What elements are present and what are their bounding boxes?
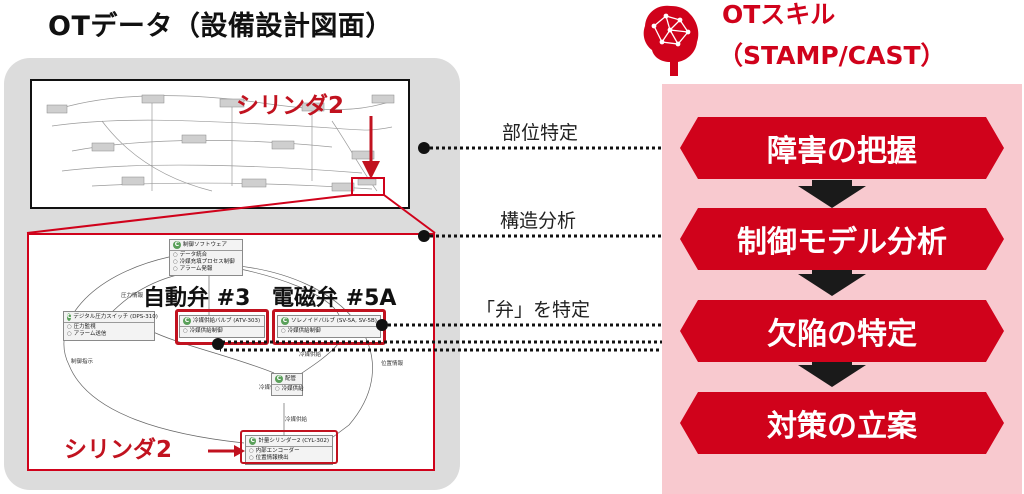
node-item: 圧力監視: [67, 324, 151, 331]
label-auto-valve: 自動弁 #3: [143, 286, 251, 311]
edge-label-position: 位置情報: [381, 361, 404, 367]
node-item: 内部エンコーダー: [249, 448, 329, 455]
node-item: 冷媒充填プロセス制御: [173, 259, 239, 266]
step-label: 障害の把握: [767, 134, 917, 169]
ot-skill-title: OTスキル: [722, 0, 836, 29]
overview-wiring-graphic: [46, 94, 395, 192]
edge-label-pressure: 圧力情報: [121, 293, 144, 299]
overview-cylinder-label: シリンダ2: [236, 93, 345, 119]
node-title: 制御ソフトウェア: [183, 241, 228, 248]
node-title: デジタル圧力スイッチ (DPS-310): [73, 313, 158, 320]
node-item: データ統合: [173, 252, 239, 259]
brain-network-icon: [643, 5, 699, 76]
node-item: アラーム発報: [173, 266, 239, 273]
step-defect-identification: 欠陥の特定: [680, 300, 1004, 362]
class-c-icon: C: [275, 375, 283, 383]
detail-edges-graphic: [63, 256, 373, 444]
node-title: ソレノイドバルブ (SV-5A, SV-5B): [291, 317, 377, 324]
class-c-icon: C: [173, 241, 181, 249]
step-control-model-analysis: 制御モデル分析: [680, 208, 1004, 270]
node-item: 冷媒供給: [275, 386, 304, 393]
node-title: 冷媒供給バルブ (ATV-303): [193, 317, 261, 324]
step-countermeasure-planning: 対策の立案: [680, 392, 1004, 454]
class-c-icon: C: [249, 437, 257, 445]
overview-drawing: [30, 79, 410, 209]
class-c-icon: C: [67, 313, 72, 321]
node-piping: C配管 冷媒供給: [271, 373, 304, 396]
edge-label-supply1: 冷媒供給: [259, 385, 282, 391]
step-failure-recognition: 障害の把握: [680, 117, 1004, 179]
node-title: 計量シリンダー2 (CYL-302): [258, 437, 329, 444]
node-title: 配管: [285, 375, 297, 382]
node-item: 位置情報検出: [249, 455, 329, 462]
label-solenoid-valve: 電磁弁 #5A: [272, 286, 397, 311]
connector-label-locate: 部位特定: [502, 122, 579, 144]
class-c-icon: C: [183, 317, 191, 325]
step-label: 対策の立案: [767, 409, 917, 444]
edge-label-control: 制御指示: [71, 359, 94, 365]
step-label: 欠陥の特定: [767, 317, 917, 352]
highlight-cylinder: [240, 430, 338, 464]
step-label: 制御モデル分析: [737, 225, 947, 260]
connector-label-structure: 構造分析: [500, 210, 577, 232]
node-item: 冷媒供給制御: [281, 328, 377, 335]
left-title: OTデータ（設備設計図面）: [48, 11, 393, 42]
edge-label-supply3: 冷媒供給: [285, 417, 308, 423]
connector-label-valve: 「弁」を特定: [476, 299, 591, 321]
node-item: アラーム送信: [67, 331, 151, 338]
node-item: 冷媒供給制御: [183, 328, 261, 335]
class-c-icon: C: [281, 317, 289, 325]
ot-skill-subtitle: （STAMP/CAST）: [718, 41, 946, 70]
edge-label-supply2: 冷媒供給: [299, 352, 322, 358]
cylinder-bottom-label: シリンダ2: [64, 437, 173, 463]
